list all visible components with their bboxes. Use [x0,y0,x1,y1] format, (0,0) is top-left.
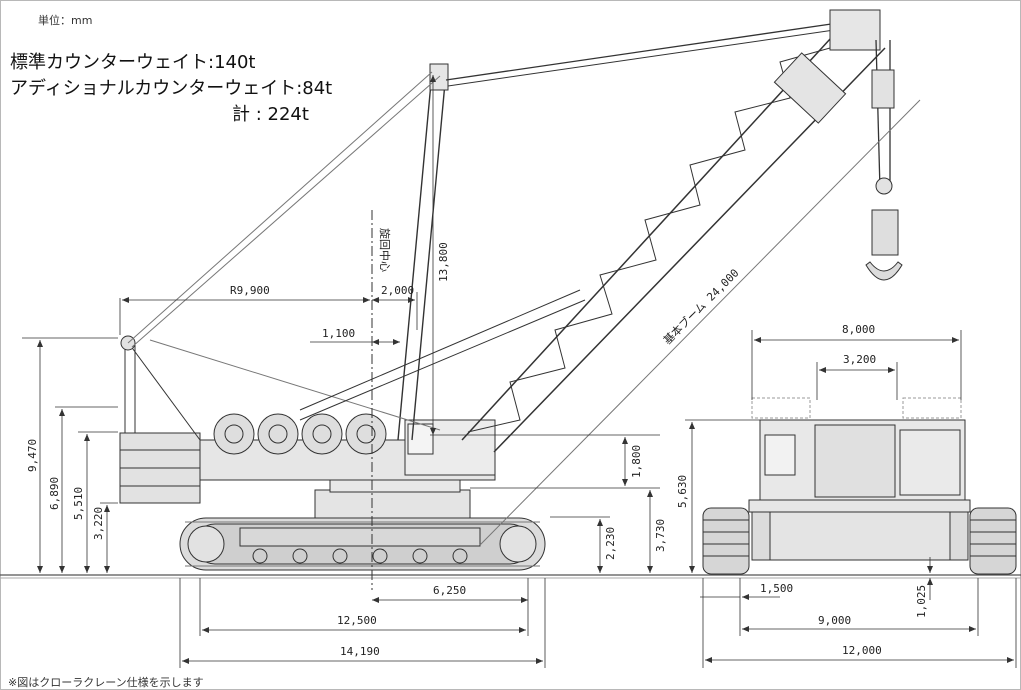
total-counterweight: 計 : 224t [232,104,309,125]
dim-1100: 1,100 [322,327,355,340]
rotation-center-label: 旋回中心 [378,228,392,272]
standard-counterweight: 標準カウンターウェイト:140t [10,52,256,73]
dim-12500: 12,500 [337,614,377,627]
dim-3200: 3,200 [843,353,876,366]
dim-3730: 3,730 [654,519,667,552]
dim-6250: 6,250 [433,584,466,597]
dim-5510: 5,510 [72,487,85,520]
front-view [702,397,1017,575]
dim-5630: 5,630 [676,475,689,508]
dim-1800: 1,800 [630,445,643,478]
dim-6890: 6,890 [48,477,61,510]
dim-9470: 9,470 [26,439,39,472]
side-dimensions [22,75,660,668]
dim-1500: 1,500 [760,582,793,595]
carbody [314,489,471,519]
dim-r9900: R9,900 [230,284,270,297]
front-dimension-labels: 8,000 3,200 5,630 1,500 1,025 9,000 12,0… [676,323,928,657]
dim-8000: 8,000 [842,323,875,336]
dim-3220: 3,220 [92,507,105,540]
dim-2230: 2,230 [604,527,617,560]
unit-label: 単位：mm [38,14,93,27]
dim-14190: 14,190 [340,645,380,658]
front-track-right [969,507,1017,575]
dim-12000: 12,000 [842,644,882,657]
dim-9000: 9,000 [818,614,851,627]
boom-length-label: 基本ブーム 24,000 [660,266,741,347]
hook-block [865,39,903,281]
side-view [119,9,921,571]
dim-1025: 1,025 [915,585,928,618]
dim-2000: 2,000 [381,284,414,297]
front-track-left [702,507,750,575]
front-dimensions [685,330,1017,668]
footnote: ※図はクローラクレーン仕様を示します [8,676,204,689]
boom-lattice [461,9,886,453]
additional-counterweight: アディショナルカウンターウェイト:84t [10,78,333,99]
dim-13800: 13,800 [437,242,450,282]
side-crawler [179,517,546,571]
